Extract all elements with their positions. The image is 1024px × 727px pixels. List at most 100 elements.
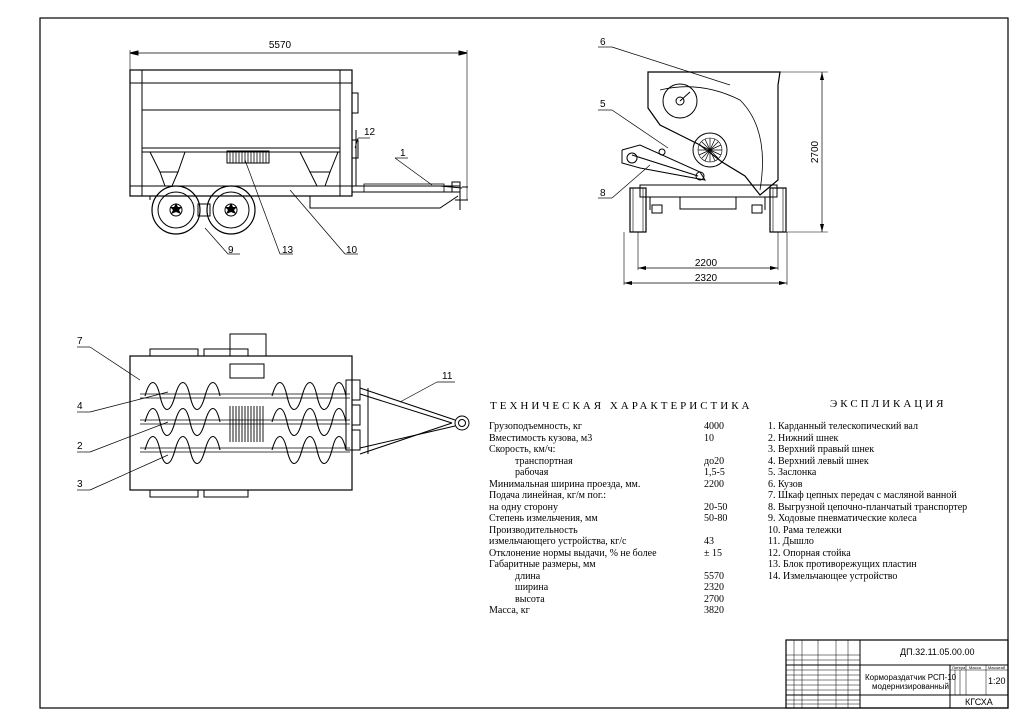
spec-row: Габаритные размеры, мм [489, 559, 749, 571]
sheet-frame [39, 17, 1009, 709]
drawing-name-1: Кормораздатчик РСП-10 [865, 673, 957, 682]
title-header-lit: Литера [952, 665, 966, 670]
explication-title: ЭКСПЛИКАЦИЯ [830, 398, 947, 410]
spec-label: высота [515, 593, 545, 605]
spec-label: Масса, кг [489, 605, 530, 616]
front-view [621, 71, 828, 285]
dim-track: 2200 [695, 258, 718, 269]
plan-view [129, 333, 470, 498]
explication-item: 10. Рама тележки [768, 524, 842, 536]
spec-row: Подача линейная, кг/м пог.: [489, 490, 749, 502]
callout-1: 1 [400, 148, 406, 159]
side-view-stars [170, 203, 237, 214]
spec-row: Отклонение нормы выдачи, % не более ± 15 [489, 548, 749, 560]
spec-value: 4000 [704, 421, 724, 432]
spec-value: 3820 [704, 605, 724, 616]
spec-row: ширина 2320 [489, 582, 749, 594]
side-view-leaders [204, 137, 433, 255]
explication-item: 12. Опорная стойка [768, 547, 851, 559]
spec-row: Степень измельчения, мм 50-80 [489, 513, 749, 525]
spec-value: 5570 [704, 570, 724, 582]
explication-item: 6. Кузов [768, 478, 803, 490]
spec-row: Вместимость кузова, м3 10 [489, 433, 749, 445]
plan-view-leaders [77, 346, 455, 491]
spec-value: 2200 [704, 478, 724, 490]
spec-label: Производительность [489, 524, 578, 536]
callout-5: 5 [600, 99, 606, 110]
title-header-mass: Масса [969, 665, 981, 670]
front-view-arrows [624, 72, 824, 285]
doc-code: ДП.32.11.05.00.00 [900, 647, 975, 657]
callout-12: 12 [364, 127, 376, 138]
explication-item: 14. Измельчающее устройство [768, 570, 898, 582]
spec-label: Степень измельчения, мм [489, 513, 598, 524]
spec-label: длина [515, 570, 541, 582]
callout-9: 9 [228, 245, 234, 256]
explication-item: 4. Верхний левый шнек [768, 455, 869, 467]
spec-row: измельчающего устройства, кг/с 43 [489, 536, 749, 548]
organization: КГСХА [965, 697, 993, 707]
spec-label: Отклонение нормы выдачи, % не более [489, 547, 657, 559]
spec-value: 2320 [704, 582, 724, 593]
spec-value: ± 15 [704, 547, 722, 559]
callout-8: 8 [600, 188, 606, 199]
spec-label: Подача линейная, кг/м пог.: [489, 490, 607, 501]
explication-item: 13. Блок противорежущих пластин [768, 559, 917, 570]
explication-item: 9. Ходовые пневматические колеса [768, 513, 917, 524]
spec-row: транспортная до20 [489, 456, 749, 468]
spec-row: высота 2700 [489, 594, 749, 606]
side-view [129, 50, 468, 235]
title-header-scale: Масштаб [988, 665, 1006, 670]
explication-item: 3. Верхний правый шнек [768, 444, 875, 455]
callout-7: 7 [77, 336, 83, 347]
spec-label: Скорость, км/ч: [489, 444, 556, 455]
spec-row: Производительность [489, 525, 749, 537]
spec-label: ширина [515, 582, 549, 593]
spec-value: 43 [704, 536, 714, 547]
scale-value: 1:20 [988, 676, 1006, 686]
callout-10: 10 [346, 245, 358, 256]
dim-width: 2320 [695, 273, 718, 284]
callout-13: 13 [282, 245, 294, 256]
explication-item: 5. Заслонка [768, 467, 817, 478]
callout-4: 4 [77, 401, 83, 412]
dim-height: 2700 [810, 140, 821, 163]
front-view-leaders [598, 46, 731, 199]
spec-value: до20 [704, 455, 725, 467]
spec-title: ТЕХНИЧЕСКАЯ ХАРАКТЕРИСТИКА [490, 400, 753, 412]
explication-item: 1. Карданный телескопический вал [768, 421, 918, 432]
spec-row: на одну сторону 20-50 [489, 502, 749, 514]
spec-value: 20-50 [704, 501, 728, 513]
title-block [785, 639, 1009, 709]
spec-value: 50-80 [704, 513, 728, 524]
drawing-name-2: модернизированный [872, 682, 949, 691]
spec-label: рабочая [515, 467, 549, 478]
spec-row: длина 5570 [489, 571, 749, 583]
spec-label: Габаритные размеры, мм [489, 559, 596, 570]
callout-11: 11 [442, 371, 453, 382]
explication-item: 8. Выгрузной цепочно-планчатый транспорт… [768, 501, 968, 513]
spec-label: на одну сторону [489, 501, 558, 513]
spec-value: 10 [704, 432, 714, 444]
spec-row: Грузоподъемность, кг 4000 [489, 421, 749, 433]
spec-label: транспортная [515, 455, 573, 467]
spec-label: Вместимость кузова, м3 [489, 432, 593, 444]
spec-label: измельчающего устройства, кг/с [489, 536, 627, 547]
callout-3: 3 [77, 479, 83, 490]
callout-6: 6 [600, 37, 606, 48]
spec-value: 1,5-5 [704, 467, 725, 478]
dim-length: 5570 [269, 40, 292, 51]
callout-2: 2 [77, 441, 83, 452]
spec-row: Минимальная ширина проезда, мм. 2200 [489, 479, 749, 491]
spec-value: 2700 [704, 593, 724, 605]
spec-row: Скорость, км/ч: [489, 444, 749, 456]
spec-row: Масса, кг 3820 [489, 605, 749, 617]
explication-item: 2. Нижний шнек [768, 432, 839, 444]
spec-label: Грузоподъемность, кг [489, 421, 582, 432]
spec-label: Минимальная ширина проезда, мм. [489, 478, 641, 490]
explication-item: 7. Шкаф цепных передач с масляной ванной [768, 490, 957, 501]
spec-row: рабочая 1,5-5 [489, 467, 749, 479]
